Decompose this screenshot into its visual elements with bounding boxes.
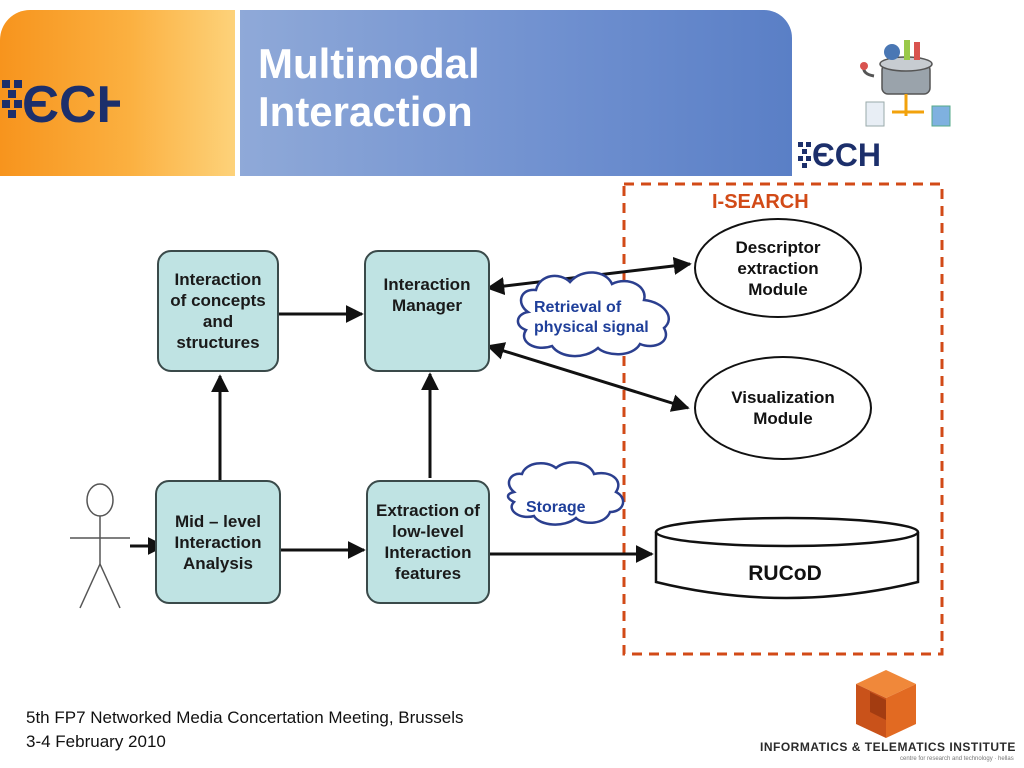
title-line-2: Interaction	[258, 88, 473, 135]
module-descriptor-extraction: Descriptor extraction Module	[694, 218, 862, 318]
diagram-connectors	[70, 182, 944, 656]
box-midlevel-analysis: Mid – level Interaction Analysis	[155, 480, 281, 604]
isearch-boundary	[622, 182, 944, 656]
footer-text: 5th FP7 Networked Media Concertation Mee…	[26, 706, 463, 754]
header-blue-panel	[240, 10, 792, 176]
isearch-logo-small: ЄCH	[798, 137, 881, 172]
retrieval-cloud	[516, 271, 670, 358]
title-line-1: Multimodal	[258, 40, 480, 87]
iti-cube-logo	[856, 670, 916, 738]
footer-line-2: 3-4 February 2010	[26, 732, 166, 751]
institute-tagline: centre for research and technology · hel…	[900, 756, 1014, 762]
arrow-manager-visualization	[486, 342, 690, 412]
rucod-database	[654, 516, 920, 600]
header-orange-panel: ЄCH	[0, 10, 235, 176]
interaction-diagram: I-SEARCH Interaction of concepts and str…	[0, 176, 1024, 676]
institute-name: INFORMATICS & TELEMATICS INSTITUTE	[760, 740, 1016, 754]
rucod-label: RUCoD	[748, 562, 822, 585]
multimedia-grinder-icon	[860, 40, 951, 127]
storage-cloud-label: Storage	[526, 499, 586, 516]
header-separator	[235, 10, 240, 176]
page-title: Multimodal Interaction	[258, 40, 480, 136]
svg-text:ЄCH: ЄCH	[22, 76, 120, 134]
isearch-label: I-SEARCH	[712, 191, 809, 213]
module-visualization: Visualization Module	[694, 356, 872, 460]
svg-text:ЄCH: ЄCH	[812, 137, 881, 172]
storage-cloud	[506, 461, 625, 526]
box-extraction-features: Extraction of low-level Interaction feat…	[366, 480, 490, 604]
retrieval-cloud-label: Retrieval of physical signal	[534, 299, 649, 336]
isearch-logo: ЄCH	[2, 76, 120, 134]
user-figure-icon	[70, 483, 130, 609]
box-interaction-manager: Interaction Manager	[364, 250, 490, 372]
box-interaction-concepts: Interaction of concepts and structures	[157, 250, 279, 372]
footer-line-1: 5th FP7 Networked Media Concertation Mee…	[26, 708, 464, 727]
